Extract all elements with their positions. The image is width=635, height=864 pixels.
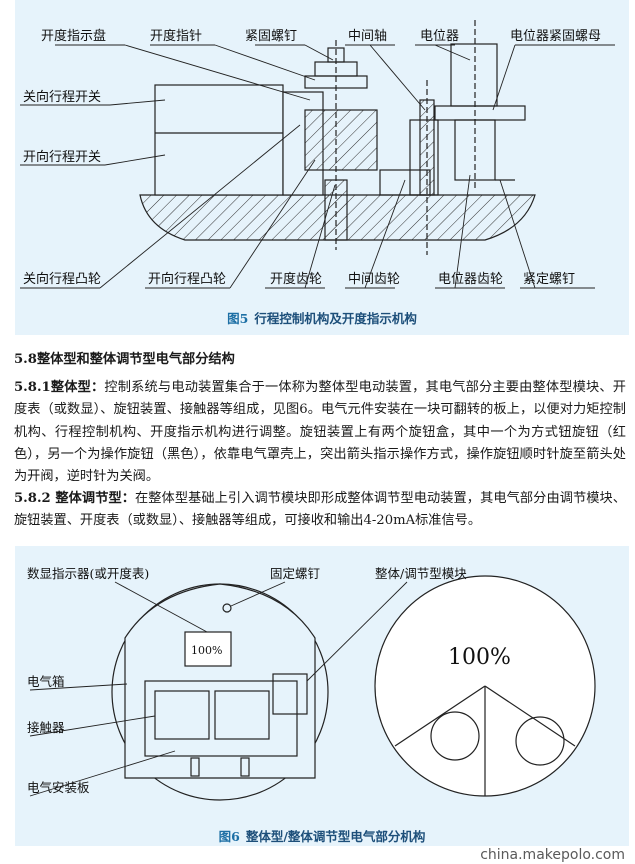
caption-number: 图5 (227, 311, 249, 326)
paragraph-5-8-1: 5.8.1整体型：控制系统与电动装置集合于一体称为整体型电动装置，其电气部分主要… (14, 377, 626, 488)
label-module: 整体/调节型模块 (375, 566, 467, 581)
paragraph-label: 5.8.1整体型： (14, 380, 105, 396)
module-box (272, 673, 308, 715)
label-open-switch: 开向行程开关 (23, 149, 101, 165)
section-heading: 5.8整体型和整体调节型电气部分结构 (14, 352, 235, 367)
watermark: china.makepolo.com (480, 847, 625, 863)
display-value-big: 100% (448, 645, 511, 670)
label-open-cam: 开向行程凸轮 (148, 271, 226, 287)
paragraph-label: 5.8.2 整体调节型： (14, 491, 136, 507)
paragraph-5-8-2: 5.8.2 整体调节型：在整体型基础上引入调节模块即形成整体调节型电动装置，其电… (14, 488, 626, 532)
label-shaft: 中间轴 (348, 29, 387, 44)
figure-5: 开度指示盘 开度指针 紧固螺钉 中间轴 电位器 电位器紧固螺母 关向行程开关 开… (15, 0, 629, 335)
label-close-switch: 关向行程开关 (23, 89, 101, 105)
mount-plate (144, 680, 298, 757)
figure-5-caption: 图5 行程控制机构及开度指示机构 (15, 308, 629, 327)
caption-text: 整体型/整体调节型电气部分机构 (245, 829, 426, 844)
caption-text: 行程控制机构及开度指示机构 (254, 311, 417, 326)
switch-box (154, 84, 284, 196)
label-fix-screw: 固定螺钉 (270, 566, 321, 581)
label-pot: 电位器 (420, 29, 459, 44)
figure-6-caption: 图6 整体型/整体调节型电气部分机构 (15, 826, 629, 845)
label-box: 电气箱 (27, 674, 65, 689)
electrical-drawing: 数显指示器(或开度表) 固定螺钉 整体/调节型模块 电气箱 接触器 电气安装板 … (27, 566, 596, 801)
label-pot-gear: 电位器齿轮 (438, 272, 503, 287)
label-plate: 电气安装板 (27, 780, 90, 795)
label-close-cam: 关向行程凸轮 (23, 271, 101, 287)
label-open-gear: 开度齿轮 (270, 271, 322, 287)
paragraph-body: 控制系统与电动装置集合于一体称为整体型电动装置，其电气部分主要由整体型模块、开度… (14, 380, 626, 485)
paragraph-body: 在整体型基础上引入调节模块即形成整体调节型电动装置，其电气部分由调节模块、旋钮装… (14, 491, 626, 529)
label-contactor: 接触器 (27, 720, 65, 735)
display-box (184, 631, 232, 667)
label-set-screw: 紧定螺钉 (523, 272, 575, 287)
label-screw: 紧固螺钉 (245, 29, 297, 44)
caption-number: 图6 (218, 829, 240, 844)
label-mid-gear: 中间齿轮 (348, 272, 400, 287)
section-text: 5.8整体型和整体调节型电气部分结构 5.8.1整体型：控制系统与电动装置集合于… (14, 343, 626, 533)
label-display: 数显指示器(或开度表) (27, 566, 149, 581)
label-pot-nut: 电位器紧固螺母 (510, 29, 601, 44)
label-pointer: 开度指针 (150, 28, 202, 44)
display-value: 100% (191, 644, 222, 657)
label-dial: 开度指示盘 (41, 28, 106, 44)
figure-6: 数显指示器(或开度表) 固定螺钉 整体/调节型模块 电气箱 接触器 电气安装板 … (15, 546, 629, 846)
mechanism-drawing: 开度指示盘 开度指针 紧固螺钉 中间轴 电位器 电位器紧固螺母 关向行程开关 开… (20, 20, 615, 289)
